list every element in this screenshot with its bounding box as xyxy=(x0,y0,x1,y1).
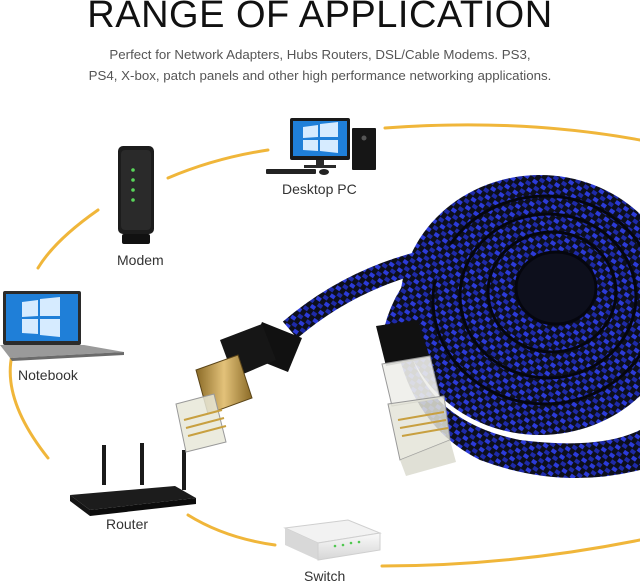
page-title: RANGE OF APPLICATION xyxy=(87,0,553,36)
subtitle-line-1: Perfect for Network Adapters, Hubs Route… xyxy=(109,47,531,62)
router-icon xyxy=(70,443,196,516)
device-label-router: Router xyxy=(106,516,149,532)
device-label-desktop: Desktop PC xyxy=(282,181,357,197)
laptop-icon xyxy=(0,291,124,361)
connection-ring xyxy=(8,123,640,568)
cable-strand-right xyxy=(384,251,448,333)
page-subtitle: Perfect for Network Adapters, Hubs Route… xyxy=(20,44,620,86)
device-label-switch: Switch xyxy=(304,568,346,584)
rj45-connector-left xyxy=(175,322,302,453)
device-label-notebook: Notebook xyxy=(18,367,78,383)
cable-coil xyxy=(400,175,640,478)
modem-icon xyxy=(118,146,154,244)
device-label-modem: Modem xyxy=(117,252,164,268)
desktop-pc-icon xyxy=(266,118,376,175)
network-switch-icon xyxy=(283,519,382,561)
rj45-connector-right xyxy=(376,320,456,476)
subtitle-line-2: PS4, X-box, patch panels and other high … xyxy=(88,68,552,83)
